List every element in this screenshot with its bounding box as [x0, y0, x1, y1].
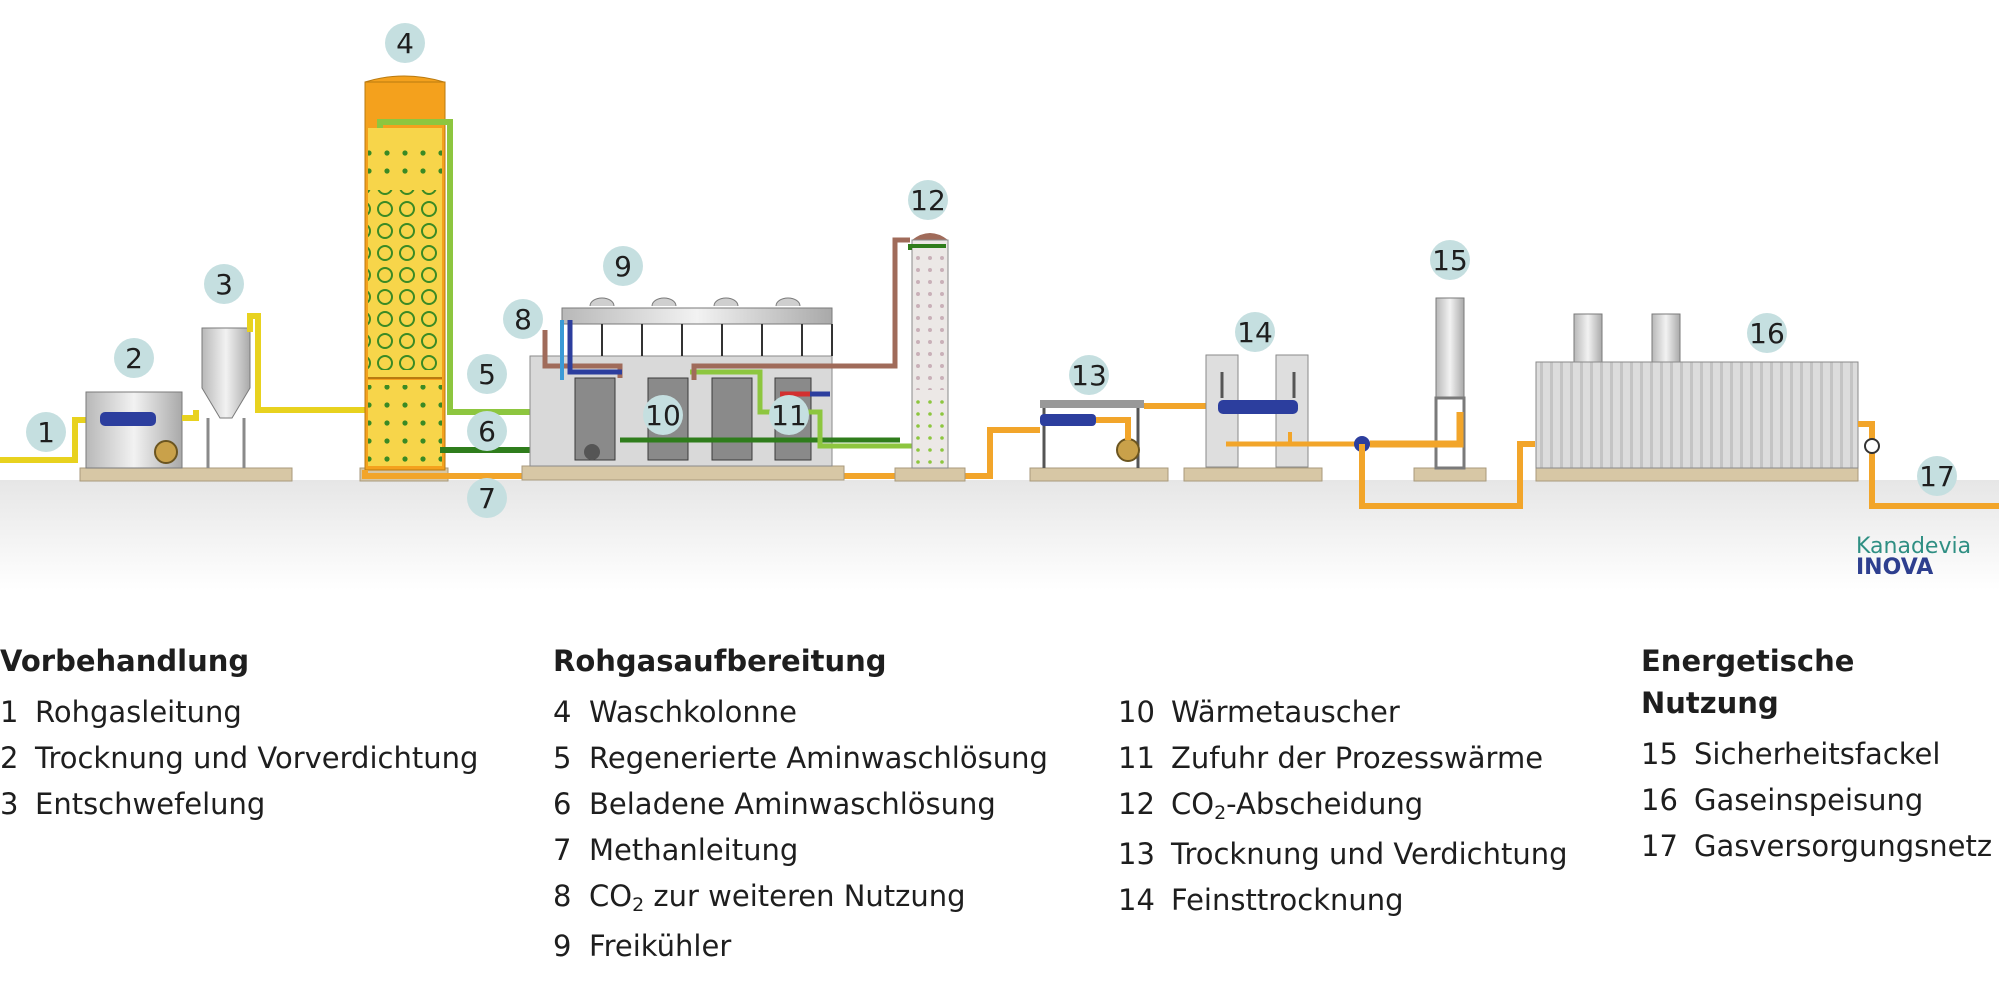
badge-3: 3 [204, 264, 244, 304]
gas-injection-container [1535, 313, 1999, 509]
svg-text:13: 13 [1071, 359, 1107, 392]
badge-14: 14 [1235, 312, 1275, 352]
ground [0, 480, 1999, 590]
legend-heading: Vorbehandlung [0, 644, 250, 678]
svg-text:8: 8 [514, 303, 532, 336]
logo-line-2: INOVA [1856, 555, 1933, 580]
badge-5: 5 [467, 354, 507, 394]
badge-12: 12 [908, 180, 948, 220]
free-cooler [561, 307, 833, 325]
badge-16: 16 [1747, 313, 1787, 353]
badge-1: 1 [26, 412, 66, 452]
desulfurisation-silo [201, 327, 251, 419]
raw-gas-pipe [0, 417, 92, 463]
svg-text:14: 14 [1237, 316, 1273, 349]
badge-17: 17 [1917, 456, 1957, 496]
badge-6: 6 [467, 411, 507, 451]
fine-drying [1183, 354, 1370, 482]
badge-2: 2 [114, 338, 154, 378]
process-diagram: 1 2 3 4 5 6 7 8 9 10 11 12 13 14 15 16 1… [0, 23, 1999, 590]
badge-8: 8 [503, 299, 543, 339]
safety-flare [1354, 297, 1535, 509]
company-logo: Kanadevia INOVA [1856, 534, 1971, 580]
badge-10: 10 [643, 395, 683, 435]
svg-text:7: 7 [478, 482, 496, 515]
svg-text:15: 15 [1432, 244, 1468, 277]
svg-text:1: 1 [37, 416, 55, 449]
svg-text:4: 4 [396, 27, 414, 60]
legend-heading: Rohgasaufbereitung [553, 644, 887, 678]
meter-icon [1864, 438, 1880, 454]
badge-13: 13 [1069, 355, 1109, 395]
badge-7: 7 [467, 478, 507, 518]
svg-text:10: 10 [645, 399, 681, 432]
legend-heading: Energetische Nutzung [1641, 644, 1855, 720]
base-slab [79, 467, 293, 482]
grid-pipe [1858, 421, 1999, 509]
logo-line-1: Kanadevia [1856, 534, 1971, 559]
svg-text:3: 3 [215, 268, 233, 301]
pretreatment-group [0, 313, 372, 482]
compressor-icon [1116, 438, 1140, 462]
svg-text:12: 12 [910, 184, 946, 217]
svg-text:17: 17 [1919, 460, 1955, 493]
blower-icon [154, 440, 178, 464]
svg-text:2: 2 [125, 342, 143, 375]
silo-pipe [182, 313, 372, 421]
svg-text:11: 11 [771, 399, 807, 432]
methane-line [362, 427, 1040, 479]
regeneration-unit [521, 237, 918, 481]
co2-separation-column [894, 233, 966, 482]
badge-11: 11 [769, 395, 809, 435]
heat-exchanger-tube [100, 412, 156, 426]
badge-9: 9 [603, 246, 643, 286]
svg-text:16: 16 [1749, 317, 1785, 350]
svg-text:9: 9 [614, 250, 632, 283]
svg-text:6: 6 [478, 415, 496, 448]
wash-column [359, 75, 570, 482]
badge-15: 15 [1430, 240, 1470, 280]
badge-4: 4 [385, 23, 425, 63]
svg-text:5: 5 [478, 358, 496, 391]
